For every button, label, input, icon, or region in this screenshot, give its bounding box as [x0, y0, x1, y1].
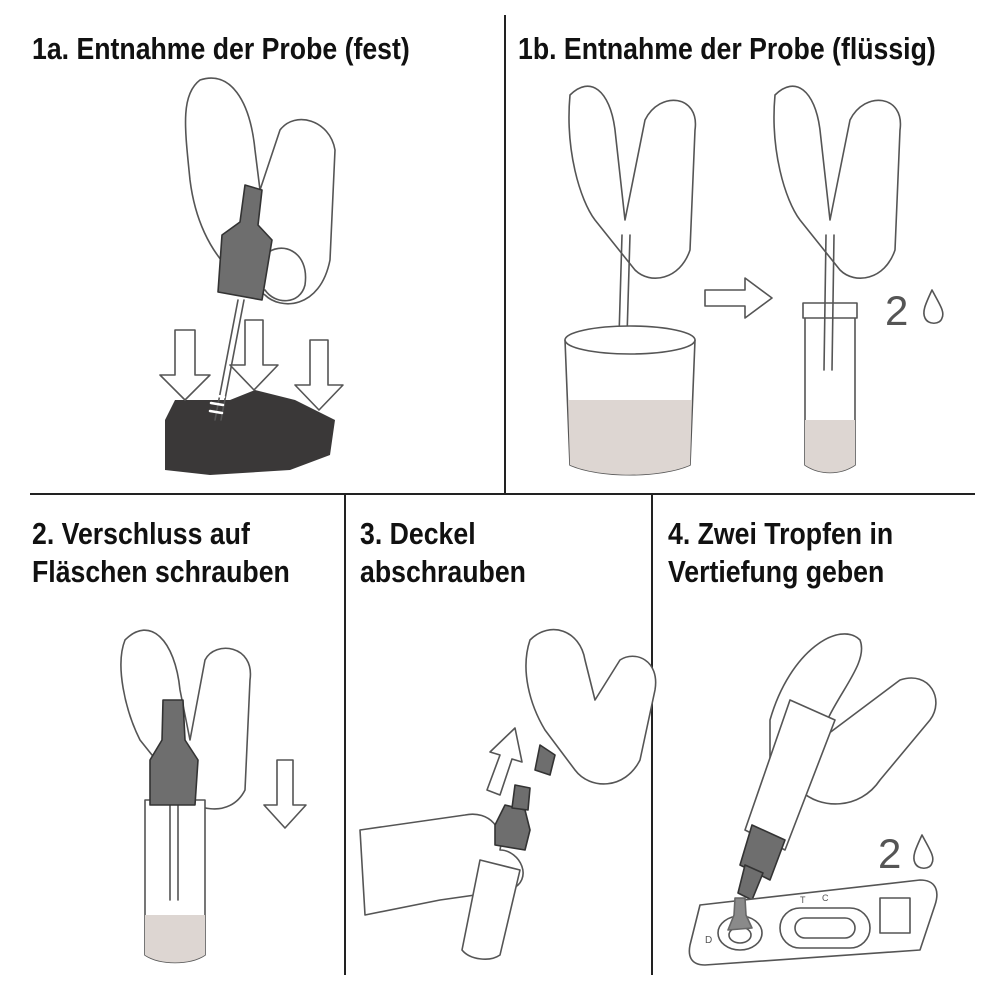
- arrow-right-icon: [704, 277, 773, 319]
- vial: [461, 859, 521, 960]
- droplet-icon: [913, 834, 934, 870]
- dropper-cap: [739, 824, 786, 881]
- swab-cap: [149, 699, 199, 806]
- drop: [727, 897, 753, 931]
- arrow-down-icon: [263, 759, 307, 829]
- arrow-down-icon: [159, 329, 211, 401]
- label-d: D: [705, 935, 712, 946]
- hand: [773, 85, 902, 279]
- arrow-up-right-icon: [486, 727, 523, 796]
- test-cassette: [688, 879, 938, 966]
- panel-1a-title: 1a. Entnahme der Probe (fest): [32, 31, 410, 66]
- vial-nozzle: [494, 804, 531, 851]
- divider-vertical-top: [504, 15, 506, 493]
- panel-1b-illustration: 2: [564, 85, 944, 476]
- pipette: [823, 234, 835, 371]
- panel-3-illustration: [359, 628, 657, 960]
- panel-4-illustration: D T C 2: [688, 633, 938, 966]
- drop-count: 2: [885, 287, 908, 334]
- arrow-down-icon: [229, 319, 279, 391]
- rock: [165, 390, 335, 475]
- divider-vertical-right: [651, 495, 653, 975]
- droplet-icon: [923, 289, 944, 325]
- result-window: [779, 907, 871, 949]
- swab-tip: [208, 393, 226, 415]
- arrow-down-icon: [294, 339, 344, 411]
- hand: [120, 629, 252, 810]
- swab-cap: [217, 184, 273, 301]
- cap: [534, 744, 556, 776]
- drop-count: 2: [878, 830, 901, 877]
- divider-horizontal: [30, 493, 975, 495]
- swab-stick: [214, 299, 245, 421]
- label-c: C: [822, 893, 829, 903]
- dropper-bottle: [744, 699, 836, 851]
- label-t: T: [800, 895, 806, 905]
- panel-1b-title: 1b. Entnahme der Probe (flüssig): [518, 31, 936, 66]
- hand: [568, 85, 697, 279]
- panel-1a-illustration: [159, 77, 344, 475]
- panel-2-illustration: [120, 629, 307, 964]
- hand: [525, 628, 657, 785]
- divider-vertical-left: [344, 495, 346, 975]
